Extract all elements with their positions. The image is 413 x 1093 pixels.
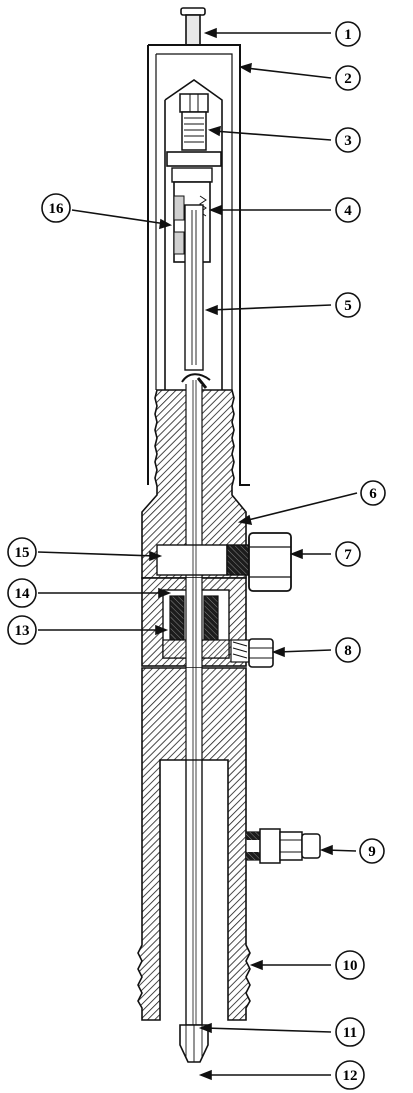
callout-14: 14 [7, 578, 37, 608]
callout-7: 7 [335, 541, 361, 567]
callout-13: 13 [7, 615, 37, 645]
callout-label-9: 9 [368, 844, 376, 860]
threaded-body-upper [141, 384, 247, 584]
callout-label-11: 11 [343, 1025, 357, 1041]
callout-10: 10 [335, 950, 365, 980]
callout-1: 1 [335, 21, 361, 47]
callout-4: 4 [335, 197, 361, 223]
shaft-upper [181, 204, 211, 389]
callout-8: 8 [335, 637, 361, 663]
callout-label-1: 1 [344, 27, 352, 43]
callout-6: 6 [360, 480, 386, 506]
plunger-pin [180, 7, 206, 46]
callout-3: 3 [335, 127, 361, 153]
side-fitting [259, 828, 321, 864]
callout-label-10: 10 [343, 958, 358, 974]
hex-plug-large [248, 532, 292, 592]
callout-label-8: 8 [344, 643, 352, 659]
callout-5: 5 [335, 292, 361, 318]
callout-9: 9 [359, 838, 385, 864]
callout-label-5: 5 [344, 298, 352, 314]
callout-label-16: 16 [49, 201, 65, 217]
callout-2: 2 [335, 65, 361, 91]
leader-lines [37, 27, 358, 1081]
cross-hole [156, 544, 250, 576]
hex-plug-small [248, 638, 274, 668]
callout-label-4: 4 [344, 203, 352, 219]
probe-tip [179, 1024, 209, 1063]
packing-gland [141, 577, 250, 668]
callout-label-3: 3 [344, 133, 352, 149]
callout-label-6: 6 [369, 486, 377, 502]
probe-rod [185, 380, 203, 1026]
callout-label-13: 13 [15, 623, 30, 639]
callout-12: 12 [335, 1060, 365, 1090]
callout-11: 11 [335, 1017, 365, 1047]
adjuster-nut [166, 93, 222, 167]
callout-label-12: 12 [343, 1068, 358, 1084]
callout-label-14: 14 [15, 586, 31, 602]
callout-label-2: 2 [344, 71, 352, 87]
callout-label-7: 7 [344, 547, 352, 563]
callout-label-15: 15 [15, 545, 30, 561]
callout-16: 16 [41, 193, 71, 223]
callout-15: 15 [7, 537, 37, 567]
